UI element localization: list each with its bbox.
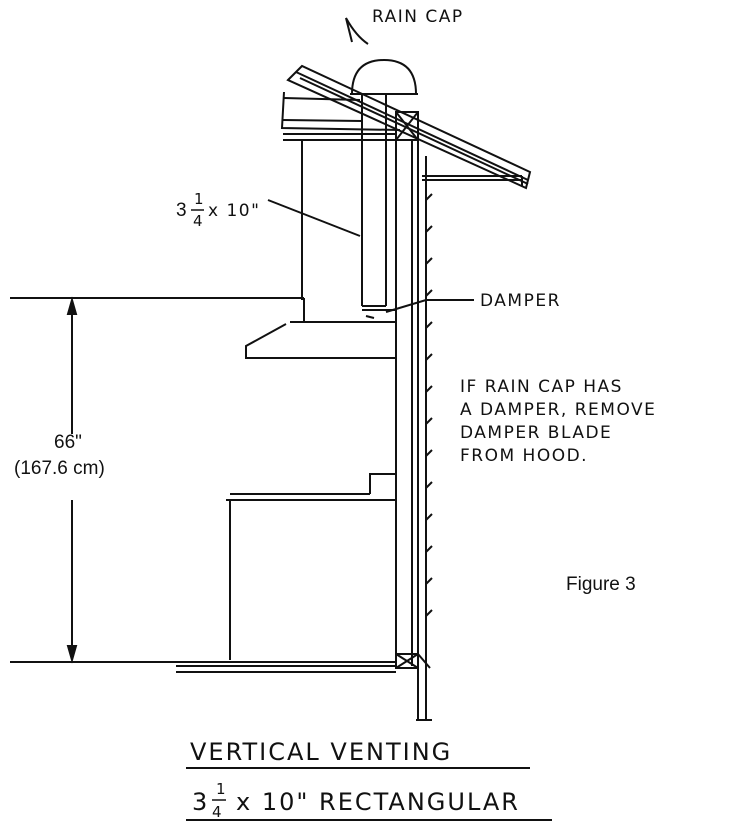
damper-note: IF RAIN CAP HAS A DAMPER, REMOVE DAMPER … [460,377,656,466]
title-rest: x 10" RECTANGULAR [236,788,520,816]
duct-size-denominator: 4 [193,212,203,230]
floor [10,661,396,673]
height-dimension [66,296,78,664]
height-centimeters: (167.6 cm) [14,458,105,479]
figure-label: Figure 3 [566,574,636,595]
note-line-1: IF RAIN CAP HAS [460,377,623,397]
title-whole: 3 [192,788,209,816]
title-denominator: 4 [212,803,222,821]
rain-cap-leader [345,17,369,45]
title-numerator: 1 [216,780,226,798]
note-line-2: A DAMPER, REMOVE [460,400,656,420]
counter [226,473,396,660]
range-hood [10,297,396,359]
title-line-1: VERTICAL VENTING [190,738,452,766]
duct-size-rest: x 10" [208,201,260,221]
damper-label: DAMPER [480,291,561,311]
exterior-wall [395,111,433,721]
duct-size-leader [267,199,361,237]
rain-cap-label: RAIN CAP [372,7,464,27]
duct-size-numerator: 1 [194,190,204,208]
rain-cap [350,58,418,95]
duct-size-label: 3 1 4 x 10" [176,190,260,230]
vertical-duct [361,94,387,307]
note-line-3: DAMPER BLADE [460,423,612,443]
diagram-title: VERTICAL VENTING 3 1 4 x 10" RECTANGULAR [186,738,552,821]
upper-cabinet [301,140,303,300]
roof [280,64,532,190]
duct-size-whole: 3 [176,200,187,221]
note-line-4: FROM HOOD. [460,446,588,466]
height-inches: 66" [54,432,82,453]
damper-leader [385,299,474,313]
